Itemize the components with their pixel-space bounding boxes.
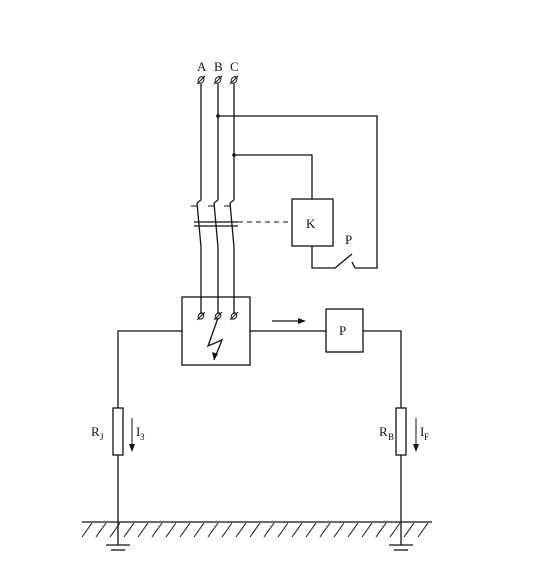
control-wire-b bbox=[216, 114, 378, 269]
hatch-mark bbox=[389, 522, 401, 538]
hatch-mark bbox=[375, 522, 387, 538]
current-if-subscript: F bbox=[424, 432, 429, 442]
phase-label-b: B bbox=[214, 59, 223, 74]
hatch-mark bbox=[249, 522, 261, 538]
equipment-terminals bbox=[196, 311, 239, 321]
resistor-rj-subscript: J bbox=[100, 432, 104, 442]
hatch-mark bbox=[347, 522, 359, 538]
hatch-mark bbox=[403, 522, 415, 538]
hatch-mark bbox=[263, 522, 275, 538]
switch-p-contact bbox=[334, 253, 356, 269]
hatch-mark bbox=[179, 522, 191, 538]
hatch-mark bbox=[137, 522, 149, 538]
control-wire-c bbox=[232, 153, 313, 199]
hatch-mark bbox=[165, 522, 177, 538]
left-ground-wire bbox=[117, 330, 182, 408]
phase-label-c: C bbox=[230, 59, 239, 74]
current-i3-letter: I bbox=[136, 424, 140, 439]
hatch-mark bbox=[235, 522, 247, 538]
circuit-breaker bbox=[191, 202, 238, 248]
resistor-rj-letter: R bbox=[91, 424, 100, 439]
hatch-mark bbox=[193, 522, 205, 538]
hatch-mark bbox=[361, 522, 373, 538]
switch-label: P bbox=[345, 232, 352, 247]
hatch-mark bbox=[151, 522, 163, 538]
hatch-mark bbox=[277, 522, 289, 538]
current-i3-subscript: 3 bbox=[140, 432, 145, 442]
hatch-mark bbox=[333, 522, 345, 538]
ground-symbol-left bbox=[106, 522, 130, 551]
phase-label-a: A bbox=[197, 59, 207, 74]
hatch-mark bbox=[417, 522, 429, 538]
supply-terminals bbox=[196, 75, 239, 85]
earth-hatching bbox=[81, 522, 429, 538]
relay-to-switch-wire bbox=[311, 246, 335, 269]
ground-symbol-right bbox=[389, 522, 413, 551]
current-if-letter: I bbox=[420, 424, 424, 439]
relay-label: K bbox=[306, 216, 316, 231]
hatch-mark bbox=[95, 522, 107, 538]
hatch-mark bbox=[221, 522, 233, 538]
phase-wires-upper bbox=[196, 84, 235, 204]
hatch-mark bbox=[123, 522, 135, 538]
device-label: P bbox=[339, 323, 346, 338]
resistor-rb-subscript: B bbox=[388, 432, 394, 442]
hatch-mark bbox=[81, 522, 93, 538]
resistor-rj bbox=[112, 407, 124, 456]
fault-arrowhead bbox=[212, 352, 218, 360]
phase-wires-lower bbox=[200, 247, 235, 314]
resistor-rb bbox=[395, 407, 407, 456]
right-ground-wire bbox=[363, 330, 402, 408]
hatch-mark bbox=[319, 522, 331, 538]
hatch-mark bbox=[291, 522, 303, 538]
hatch-mark bbox=[207, 522, 219, 538]
resistor-rb-letter: R bbox=[379, 424, 388, 439]
fault-symbol bbox=[206, 317, 224, 361]
hatch-mark bbox=[305, 522, 317, 538]
